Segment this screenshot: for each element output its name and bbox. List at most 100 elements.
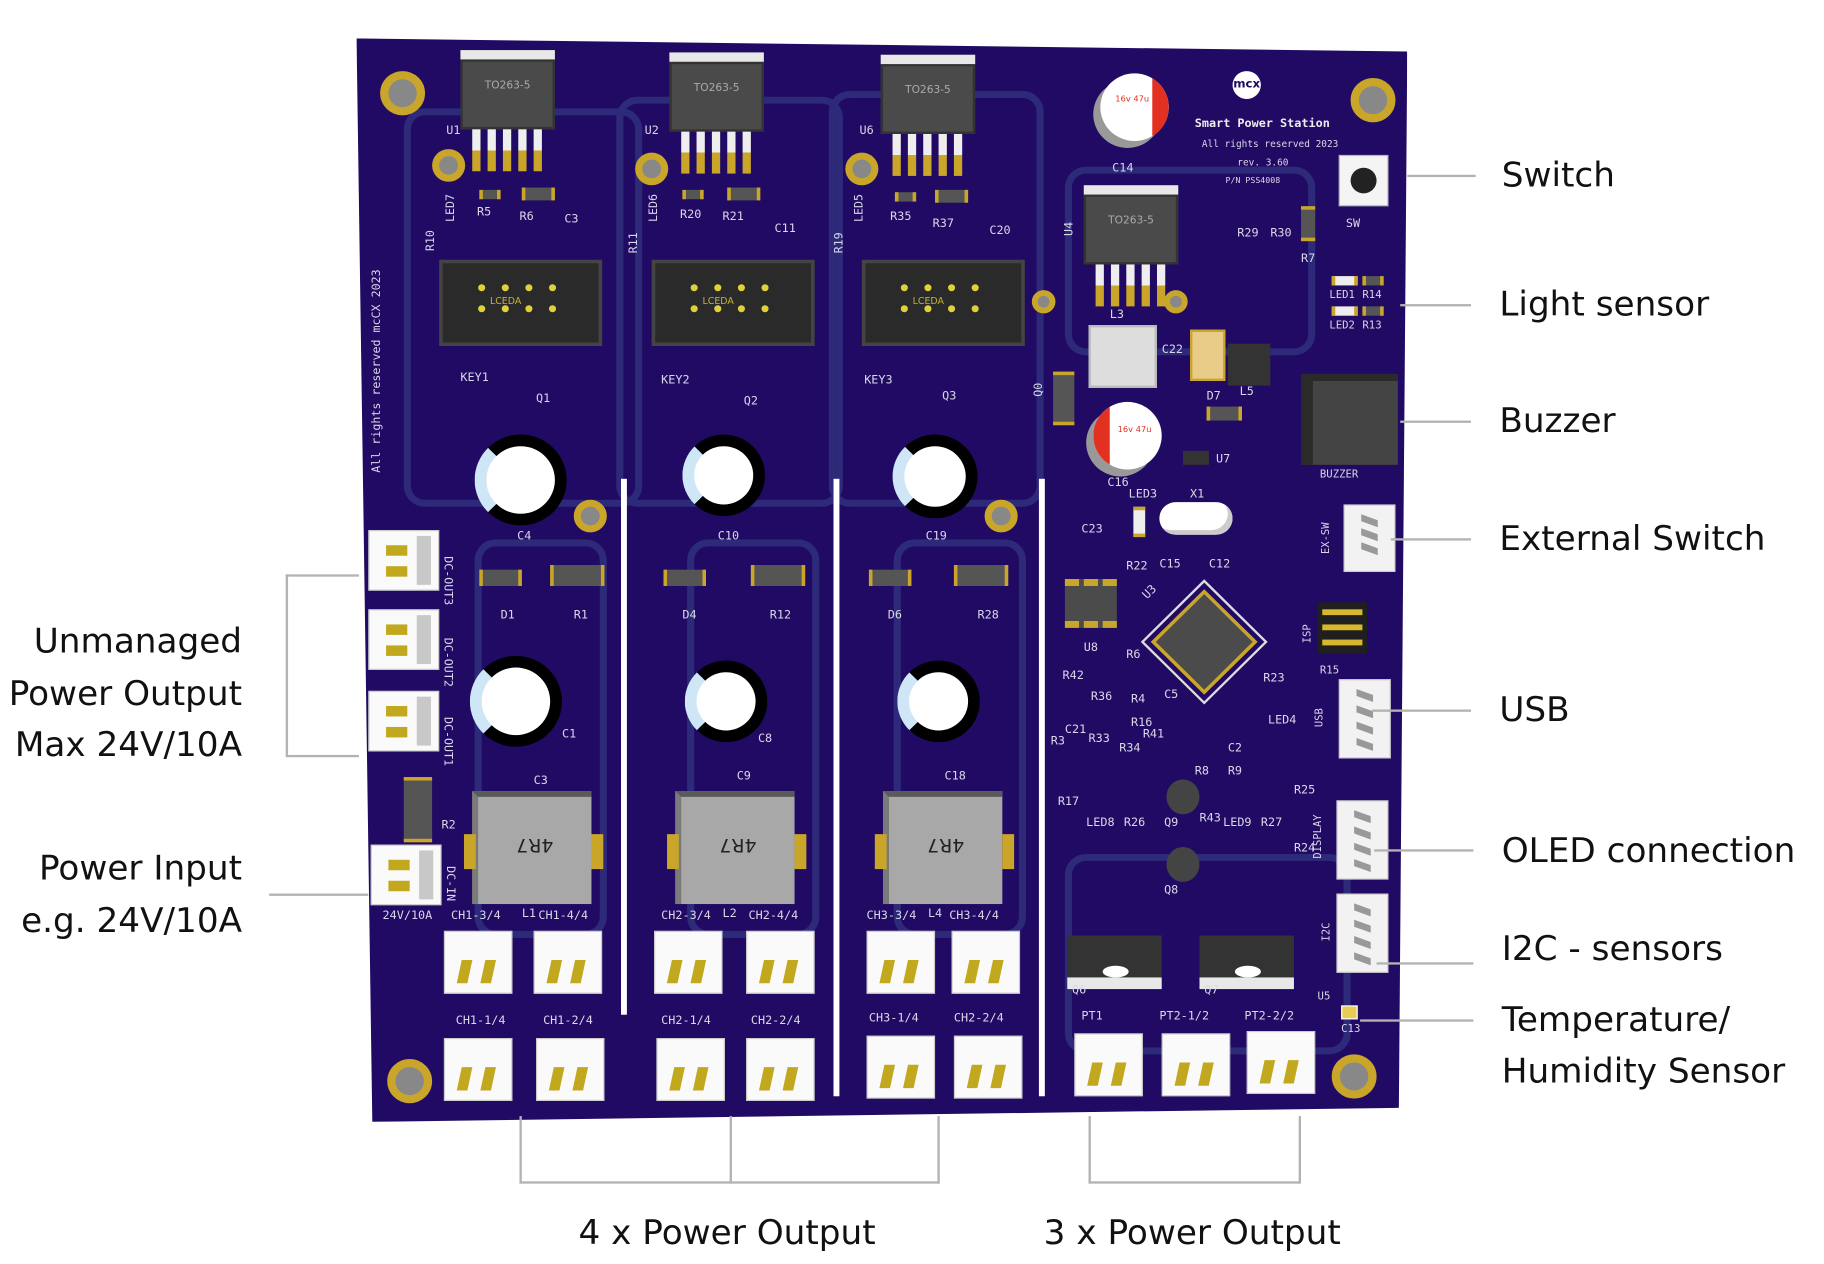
capacitor-c7: [897, 660, 980, 743]
board-revision: rev. 3.60: [1237, 157, 1289, 168]
callout-line-i2c: [1376, 962, 1474, 965]
key1-header: LCEDA: [439, 259, 603, 347]
silk-c16: C16: [1107, 476, 1129, 490]
ch2-3-connector[interactable]: [654, 930, 723, 994]
via-pad: [1031, 290, 1056, 314]
capacitor-c8: [684, 660, 768, 743]
silk-c15: C15: [1159, 558, 1181, 571]
ch3-3-connector[interactable]: [866, 930, 936, 994]
ch1-4-connector[interactable]: [533, 930, 603, 994]
silk-c4: C4: [517, 530, 532, 543]
silk-pt2-2: PT2-2/2: [1244, 1010, 1295, 1023]
ch2-2-connector[interactable]: [746, 1038, 815, 1101]
silk-ch2-3: CH2-3/4: [661, 909, 711, 923]
silk-c3-bottom: C3: [533, 774, 548, 788]
silk-ch2-2: CH2-2/4: [750, 1014, 801, 1028]
silk-c19: C19: [925, 530, 947, 543]
i2c-connector[interactable]: [1336, 893, 1389, 973]
resistor-r21: [727, 187, 761, 201]
capacitor-c22: [1190, 329, 1226, 381]
usb-connector[interactable]: [1338, 679, 1391, 759]
silk-dc-out1: DC-OUT1: [441, 716, 455, 767]
silk-r26: R26: [1123, 816, 1146, 830]
ch3-1-connector[interactable]: [866, 1035, 936, 1099]
silk-r13: R13: [1362, 320, 1382, 333]
tactile-switch[interactable]: [1338, 154, 1389, 207]
silk-r30: R30: [1270, 227, 1292, 240]
callout-line-external-switch: [1390, 538, 1472, 541]
silk-ch3-2: CH2-2/4: [953, 1012, 1004, 1026]
regulator-label: TO263-5: [905, 85, 951, 97]
ch3-4-connector[interactable]: [951, 930, 1021, 994]
silk-ch3-3: CH3-3/4: [866, 909, 917, 923]
dc-in-connector: [370, 844, 442, 906]
external-switch-connector[interactable]: [1343, 504, 1396, 573]
ch1-1-connector[interactable]: [443, 1038, 513, 1101]
ch1-2-connector[interactable]: [535, 1038, 605, 1101]
diode-d4: [663, 569, 706, 586]
silk-l4: L4: [927, 907, 943, 921]
board-part-number: P/N PSS4008: [1225, 175, 1281, 186]
silk-c3: C3: [564, 213, 579, 227]
callout-line-power-input: [269, 893, 369, 896]
ch2-4-connector[interactable]: [746, 930, 815, 994]
regulator-label: TO263-5: [693, 82, 740, 95]
silk-d7: D7: [1206, 390, 1221, 404]
side-copyright: All rights reserved mcCX 2023: [370, 269, 384, 473]
silk-pt2-1: PT2-1/2: [1159, 1010, 1210, 1023]
oled-connector[interactable]: [1336, 800, 1389, 880]
ch1-3-connector[interactable]: [443, 930, 513, 994]
silk-dc-out2: DC-OUT2: [441, 637, 455, 687]
resistor-r37: [935, 189, 969, 203]
pt1-connector[interactable]: [1074, 1033, 1143, 1097]
silk-r22: R22: [1126, 560, 1148, 574]
capacitor-c4: [474, 434, 567, 526]
callout-external-switch: External Switch: [1499, 518, 1766, 559]
pt2-1-connector[interactable]: [1161, 1033, 1231, 1097]
silk-u6: U6: [859, 124, 874, 138]
silk-q7: Q7: [1204, 984, 1219, 998]
led3: [1133, 506, 1146, 538]
channel-divider: [620, 478, 627, 1015]
channel-divider: [1038, 478, 1045, 1097]
brand-logo: mcx: [1232, 71, 1261, 100]
callout-buzzer: Buzzer: [1499, 400, 1616, 441]
pt2-2-connector[interactable]: [1246, 1031, 1316, 1094]
silk-r41: R41: [1142, 728, 1165, 741]
ch2-1-connector[interactable]: [656, 1038, 725, 1101]
silk-r27: R27: [1260, 816, 1283, 830]
callout-oled: OLED connection: [1501, 830, 1796, 871]
resistor-r12: [750, 565, 806, 586]
cap-rating: 16v 47u: [1117, 425, 1152, 435]
silk-r6: R6: [519, 210, 534, 224]
callout-unmanaged-line1: Unmanaged: [33, 620, 243, 661]
silk-r1: R1: [573, 609, 588, 623]
bracket-4x-mid: [729, 1116, 732, 1184]
key2-header: LCEDA: [651, 259, 815, 347]
silk-u1: U1: [446, 124, 461, 138]
resistor-r20: [682, 189, 704, 200]
pcb-board: All rights reserved mcCX 2023 TO263-5 U1…: [356, 38, 1408, 1122]
silk-c12: C12: [1208, 558, 1231, 571]
regulator-u7: [1182, 450, 1209, 465]
silk-r23: R23: [1263, 672, 1285, 686]
callout-power-input-line1: Power Input: [38, 848, 243, 888]
resistor-r13: [1362, 306, 1384, 316]
silk-c11: C11: [774, 222, 796, 236]
crystal-x1: [1159, 502, 1233, 535]
silk-r12: R12: [769, 609, 792, 623]
silk-ch1-4: CH1-4/4: [538, 909, 589, 923]
silk-led5: LED5: [853, 193, 867, 222]
dc-out3-connector: [368, 530, 440, 591]
silk-u3: U3: [1140, 582, 1160, 602]
silk-q8: Q8: [1164, 884, 1179, 898]
bracket-3x-left: [1088, 1116, 1091, 1184]
ch3-2-connector[interactable]: [953, 1035, 1023, 1099]
silk-r35: R35: [890, 210, 912, 224]
silk-r10: R10: [424, 230, 438, 252]
isp-header[interactable]: [1317, 602, 1368, 654]
mounting-hole: [1331, 1054, 1377, 1099]
switch-button[interactable]: [1350, 167, 1377, 194]
silk-led6: LED6: [647, 193, 661, 222]
